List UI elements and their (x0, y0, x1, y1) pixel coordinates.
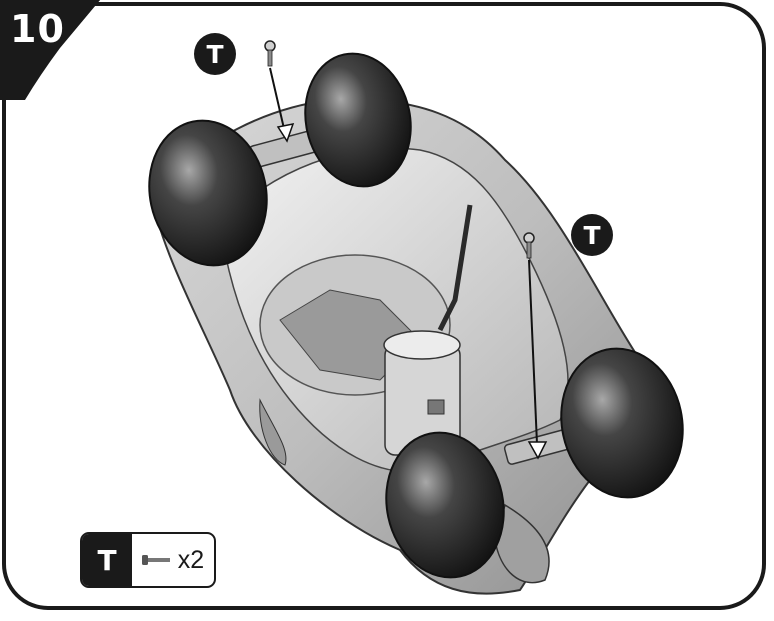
step-number: 10 (10, 7, 65, 51)
screw-right (523, 232, 535, 259)
frame-border (2, 2, 766, 610)
legend-quantity: x2 (177, 545, 205, 574)
screw-top (264, 40, 276, 67)
wheel-front-right (560, 347, 684, 499)
parts-legend: T x2 (80, 532, 216, 588)
insertion-arrow-top (269, 67, 295, 143)
wheel-front-left (385, 431, 505, 579)
insertion-arrow-right (527, 259, 548, 460)
ride-on-car-body (148, 98, 662, 595)
screw-icon (141, 555, 170, 565)
part-callout-right: T (571, 214, 613, 256)
step-number-tab: 10 (0, 0, 100, 100)
legend-body: x2 (132, 534, 214, 586)
legend-part-key: T (82, 534, 132, 586)
wheel-rear-left (148, 119, 268, 267)
part-callout-top: T (194, 33, 236, 75)
wheel-rear-right (304, 52, 412, 188)
